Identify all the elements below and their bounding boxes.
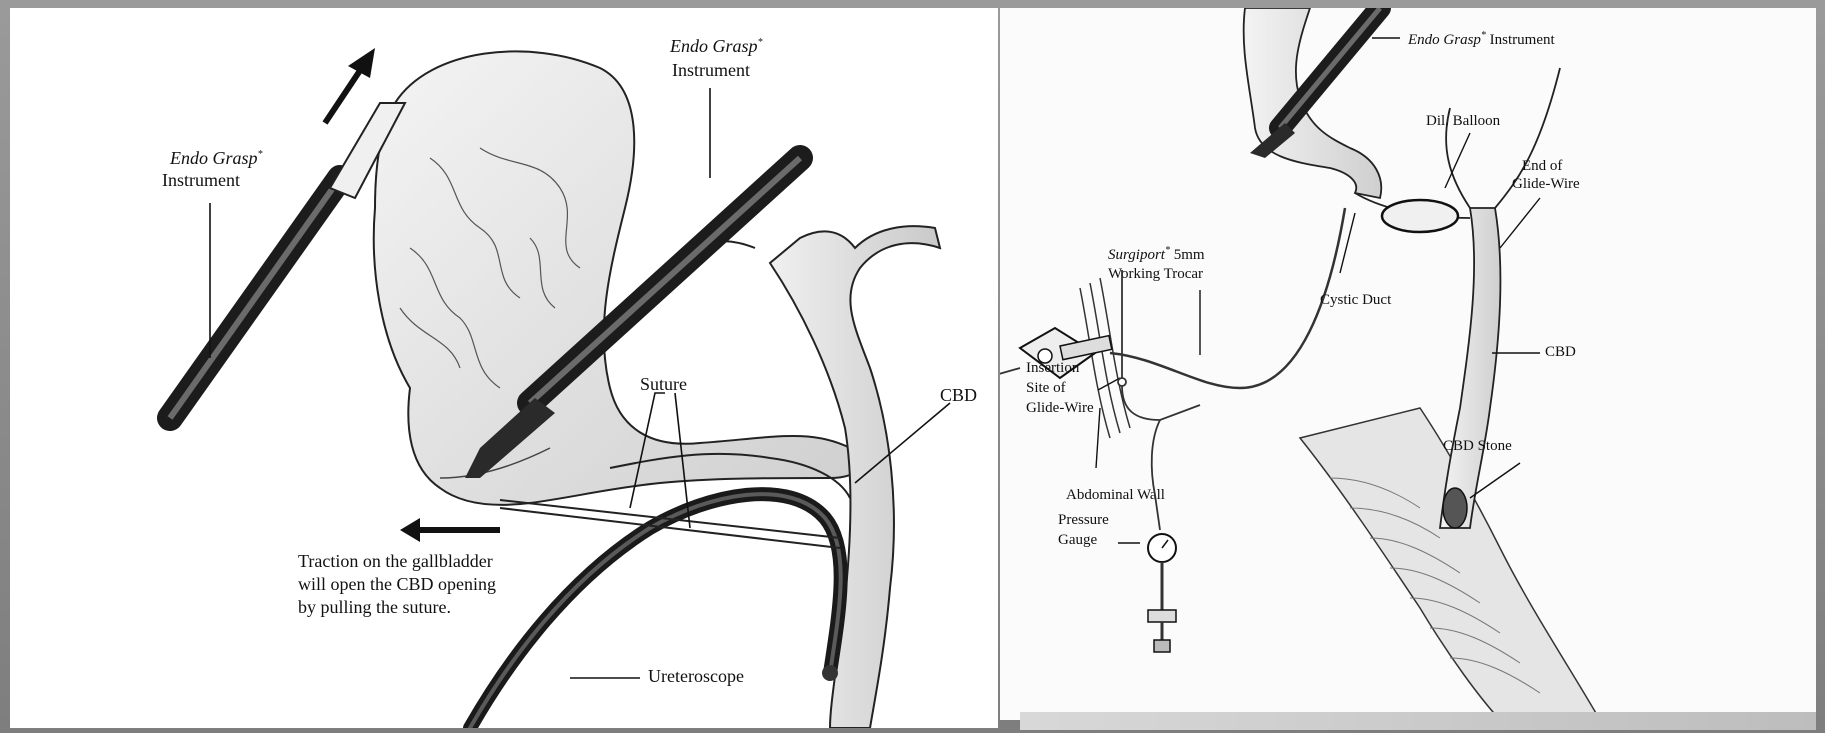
pressure-line-1: Pressure xyxy=(1058,512,1109,529)
left-diagram-panel: Endo Grasp* Instrument Endo Grasp* Instr… xyxy=(10,8,998,728)
ureteroscope-label: Ureteroscope xyxy=(648,666,744,687)
catheter xyxy=(1110,208,1345,388)
traction-arrow-left xyxy=(400,518,500,542)
ureteroscope-tube xyxy=(470,494,841,728)
endo-grasp-top-name: Endo Grasp xyxy=(670,36,758,56)
insertion-line-2: Site of xyxy=(1026,380,1066,397)
end-of-glide-wire-line-1: End of xyxy=(1522,158,1562,175)
traction-line-2: will open the CBD opening xyxy=(298,574,496,595)
endo-grasp-label: Endo Grasp* Instrument xyxy=(1408,30,1555,49)
dilation-balloon xyxy=(1382,200,1458,232)
traction-line-1: Traction on the gallbladder xyxy=(298,551,493,572)
cystic-duct-label: Cystic Duct xyxy=(1320,292,1391,309)
surgiport-name: Surgiport xyxy=(1108,247,1165,263)
surgiport-size: 5mm xyxy=(1174,247,1205,263)
endo-grasp-left-label: Endo Grasp* xyxy=(170,148,263,169)
left-illustration xyxy=(10,8,998,728)
cbd-stone xyxy=(1443,488,1467,528)
endo-grasp-top-label: Endo Grasp* xyxy=(670,36,763,57)
cbd-stone-label: CBD Stone xyxy=(1443,438,1512,455)
endo-grasp-top-word: Instrument xyxy=(672,60,750,81)
endo-grasp-left-mark: * xyxy=(258,149,263,160)
cbd-label: CBD xyxy=(1545,344,1576,361)
cbd-label: CBD xyxy=(940,385,977,406)
panel-bottom-strip xyxy=(1020,712,1816,730)
endo-grasp-left-name: Endo Grasp xyxy=(170,148,258,168)
endo-grasp-name: Endo Grasp xyxy=(1408,32,1481,48)
working-trocar-label: Working Trocar xyxy=(1108,266,1203,283)
endo-grasp-left-word: Instrument xyxy=(162,170,240,191)
right-diagram-panel: Endo Grasp* Instrument Dil. Balloon End … xyxy=(1000,8,1816,720)
abdominal-wall-label: Abdominal Wall xyxy=(1066,487,1165,504)
endo-grasp-top-mark: * xyxy=(758,37,763,48)
insertion-line-3: Glide-Wire xyxy=(1026,400,1094,417)
surgiport-mark: * xyxy=(1165,245,1170,256)
right-illustration xyxy=(1000,8,1816,720)
glide-wire-tubing xyxy=(1000,258,1020,488)
ureteroscope-tip xyxy=(822,665,838,681)
pressure-line-2: Gauge xyxy=(1058,532,1097,549)
surgiport-label: Surgiport* 5mm xyxy=(1108,245,1205,264)
dil-balloon-label: Dil. Balloon xyxy=(1426,113,1500,130)
suture-label: Suture xyxy=(640,374,687,395)
endo-grasp-word: Instrument xyxy=(1490,32,1555,48)
traction-arrow-up xyxy=(325,48,375,123)
endo-grasp-mark: * xyxy=(1481,30,1486,41)
insertion-line-1: Insertion xyxy=(1026,360,1079,377)
end-of-glide-wire-line-2: Glide-Wire xyxy=(1512,176,1580,193)
common-bile-duct xyxy=(1440,208,1500,528)
traction-line-3: by pulling the suture. xyxy=(298,597,451,618)
